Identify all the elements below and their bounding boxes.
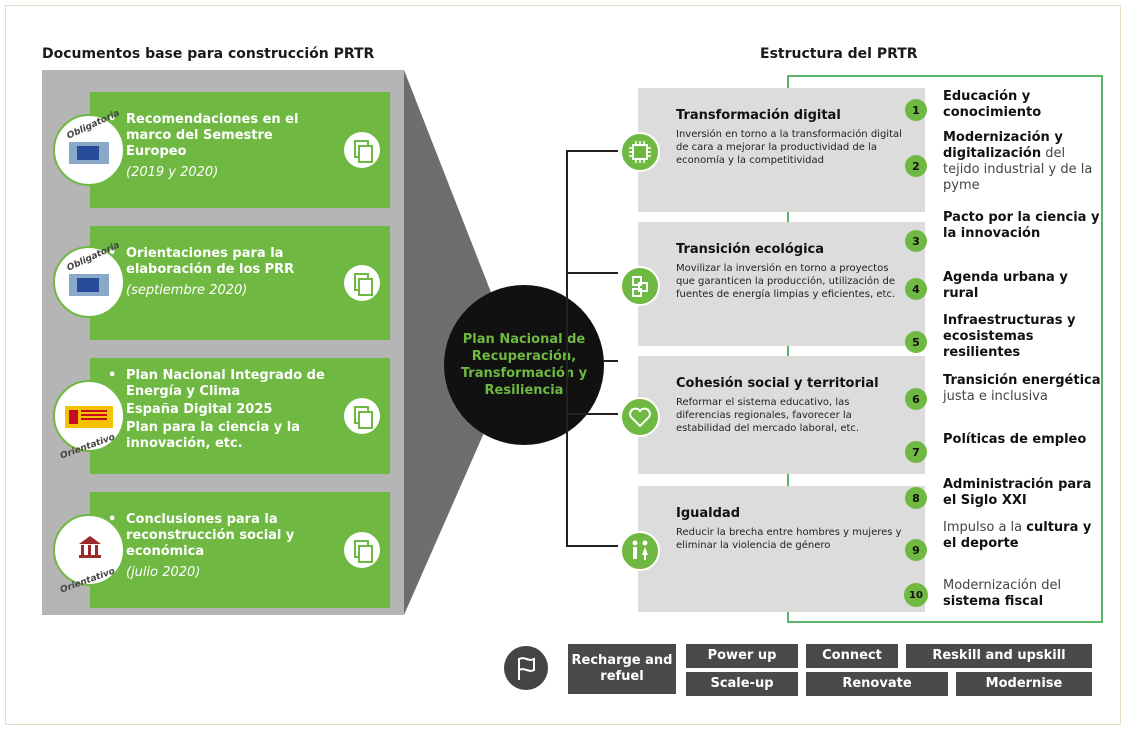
policy-label: Infraestructuras y ecosistemas resilient… bbox=[943, 313, 1076, 360]
policy-label-rest: del tejido industrial y de la pyme bbox=[943, 146, 1093, 193]
flagship-connect: Connect bbox=[806, 644, 898, 668]
policy-label: sistema fiscal bbox=[943, 594, 1044, 609]
policy-lever-3: Pacto por la ciencia y la innovación bbox=[943, 210, 1103, 242]
policy-number: 3 bbox=[905, 230, 927, 252]
axis-description: Inversión en torno a la transformación d… bbox=[676, 129, 902, 166]
bracket-line bbox=[566, 150, 568, 545]
axis-description: Reducir la brecha entre hombres y mujere… bbox=[676, 527, 902, 551]
eu-flag-icon bbox=[69, 274, 109, 296]
flagship-scale-up: Scale-up bbox=[686, 672, 798, 696]
axis-title: Transformación digital bbox=[676, 108, 841, 123]
card-text: Recomendaciones en el marco del Semestre… bbox=[126, 112, 299, 159]
card-date: (2019 y 2020) bbox=[126, 165, 219, 180]
policy-label: Educación y conocimiento bbox=[943, 89, 1042, 120]
flag-icon bbox=[504, 646, 548, 690]
policy-number: 10 bbox=[904, 583, 928, 607]
card-text: España Digital 2025 bbox=[126, 402, 273, 417]
policy-lever-5: Infraestructuras y ecosistemas resilient… bbox=[943, 313, 1103, 361]
bracket-branch bbox=[566, 272, 618, 274]
card-date: (julio 2020) bbox=[126, 565, 201, 580]
connector-line bbox=[603, 360, 618, 362]
policy-lever-8: Administración para el Siglo XXI bbox=[943, 477, 1103, 509]
eu-badge: Obligatoria bbox=[53, 240, 125, 318]
policy-label: Transición energética bbox=[943, 373, 1101, 388]
policy-number: 8 bbox=[905, 487, 927, 509]
flagship-renovate: Renovate bbox=[806, 672, 948, 696]
bracket-branch bbox=[566, 413, 618, 415]
left-title: Documentos base para construcción PRTR bbox=[42, 46, 375, 62]
frame-tick bbox=[787, 478, 789, 484]
policy-label: Agenda urbana y rural bbox=[943, 270, 1068, 301]
card-text: Conclusiones para la reconstrucción soci… bbox=[126, 512, 295, 559]
flagship-modernise: Modernise bbox=[956, 672, 1092, 696]
central-plan-circle: Plan Nacional de Recuperación, Transform… bbox=[444, 285, 604, 445]
bracket-branch bbox=[566, 150, 618, 152]
eu-flag-icon bbox=[69, 142, 109, 164]
policy-lever-9: Impulso a la cultura y el deporte bbox=[943, 520, 1103, 552]
policy-number: 6 bbox=[905, 388, 927, 410]
policy-lever-10: Modernización del sistema fiscal bbox=[943, 578, 1103, 610]
eu-badge: Obligatoria bbox=[53, 108, 125, 186]
policy-label: Administración para el Siglo XXI bbox=[943, 477, 1092, 508]
axis-cohesion-social: Cohesión social y territorial Reformar e… bbox=[620, 356, 925, 474]
document-card-orientaciones: •Orientaciones para la elaboración de lo… bbox=[90, 226, 390, 340]
spain-badge: Orientativo bbox=[53, 380, 125, 462]
card-text: Plan para la ciencia y la innovación, et… bbox=[126, 420, 301, 451]
policy-label: Pacto por la ciencia y la innovación bbox=[943, 210, 1100, 241]
congress-badge: Orientativo bbox=[53, 514, 125, 596]
bracket-branch bbox=[566, 545, 618, 547]
heart-icon bbox=[620, 397, 660, 437]
document-icon bbox=[344, 532, 380, 568]
card-text: Plan Nacional Integrado de Energía y Cli… bbox=[126, 368, 325, 399]
spain-government-logo-icon bbox=[65, 406, 113, 428]
axis-description: Movilizar la inversión en torno a proyec… bbox=[676, 263, 896, 300]
recycle-icon bbox=[620, 266, 660, 306]
policy-label: Modernización y digitalización bbox=[943, 130, 1063, 161]
document-card-planes: •Plan Nacional Integrado de Energía y Cl… bbox=[90, 358, 390, 474]
policy-number: 1 bbox=[905, 99, 927, 121]
frame-tick bbox=[787, 212, 789, 218]
axis-igualdad: Igualdad Reducir la brecha entre hombres… bbox=[620, 486, 925, 612]
document-icon bbox=[344, 398, 380, 434]
chip-icon bbox=[620, 132, 660, 172]
congress-building-icon bbox=[79, 536, 101, 558]
right-title: Estructura del PRTR bbox=[760, 46, 918, 62]
axis-transicion-ecologica: Transición ecológica Movilizar la invers… bbox=[620, 222, 925, 346]
policy-label-pre: Modernización del bbox=[943, 578, 1062, 593]
policy-lever-2: Modernización y digitalización del tejid… bbox=[943, 130, 1103, 194]
policy-number: 9 bbox=[905, 539, 927, 561]
policy-lever-4: Agenda urbana y rural bbox=[943, 270, 1103, 302]
flagship-reskill-and-upskill: Reskill and upskill bbox=[906, 644, 1092, 668]
document-icon bbox=[344, 265, 380, 301]
figure-frame bbox=[5, 5, 1121, 725]
policy-number: 2 bbox=[905, 155, 927, 177]
policy-lever-7: Políticas de empleo bbox=[943, 432, 1103, 448]
document-card-semestre: •Recomendaciones en el marco del Semestr… bbox=[90, 92, 390, 208]
card-text: Orientaciones para la elaboración de los… bbox=[126, 246, 295, 277]
flagship-recharge-and-refuel: Recharge and refuel bbox=[568, 644, 676, 694]
axis-title: Igualdad bbox=[676, 506, 741, 521]
frame-tick bbox=[787, 346, 789, 352]
policy-lever-1: Educación y conocimiento bbox=[943, 89, 1103, 121]
policy-label-rest: justa e inclusiva bbox=[943, 389, 1048, 404]
axis-title: Transición ecológica bbox=[676, 242, 825, 257]
card-date: (septiembre 2020) bbox=[126, 283, 248, 298]
axis-transformacion-digital: Transformación digital Inversión en torn… bbox=[620, 88, 925, 212]
document-card-conclusiones: •Conclusiones para la reconstrucción soc… bbox=[90, 492, 390, 608]
policy-number: 7 bbox=[905, 441, 927, 463]
policy-number: 4 bbox=[905, 278, 927, 300]
people-icon bbox=[620, 531, 660, 571]
policy-label: cultura y el deporte bbox=[943, 520, 1092, 551]
central-plan-label: Plan Nacional de Recuperación, Transform… bbox=[460, 332, 588, 398]
policy-label: Políticas de empleo bbox=[943, 432, 1087, 447]
policy-lever-6: Transición energética justa e inclusiva bbox=[943, 373, 1103, 405]
axis-title: Cohesión social y territorial bbox=[676, 376, 879, 391]
policy-label-pre: Impulso a la bbox=[943, 520, 1027, 535]
document-icon bbox=[344, 132, 380, 168]
flagship-power-up: Power up bbox=[686, 644, 798, 668]
policy-number: 5 bbox=[905, 331, 927, 353]
axis-description: Reformar el sistema educativo, las difer… bbox=[676, 397, 860, 434]
